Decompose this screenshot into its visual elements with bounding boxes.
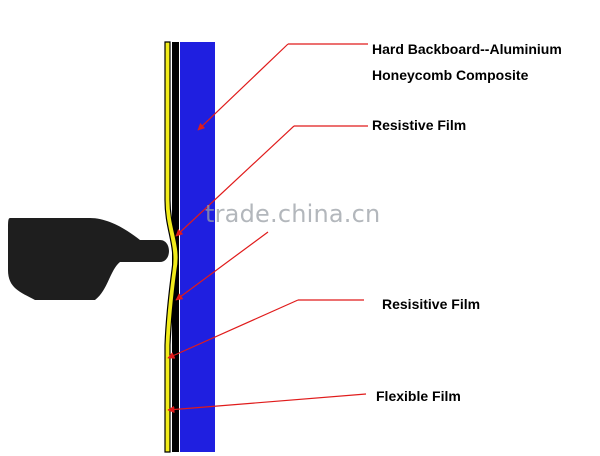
finger-shape: [8, 218, 169, 300]
leader-arrow-resistive: [175, 125, 295, 237]
label-resistive-film: Resistive Film: [372, 117, 467, 133]
leader-line-flexible: [167, 393, 367, 414]
label-resisitive-film: Resisitive Film: [382, 296, 481, 312]
label-backboard-line1: Hard Backboard--Aluminium: [372, 41, 562, 57]
label-backboard-line2: Honeycomb Composite: [372, 67, 529, 83]
label-flexible-film: Flexible Film: [376, 388, 461, 404]
leader-arrow-resisitive: [167, 299, 299, 359]
watermark-text: trade.china.cn: [205, 200, 381, 228]
finger-blur: [6, 200, 66, 218]
leader-arrow-backboard: [197, 43, 289, 131]
flexible-film-layer: [164, 41, 179, 453]
hard-backboard: [180, 42, 215, 452]
leader-line-center: [175, 231, 269, 301]
